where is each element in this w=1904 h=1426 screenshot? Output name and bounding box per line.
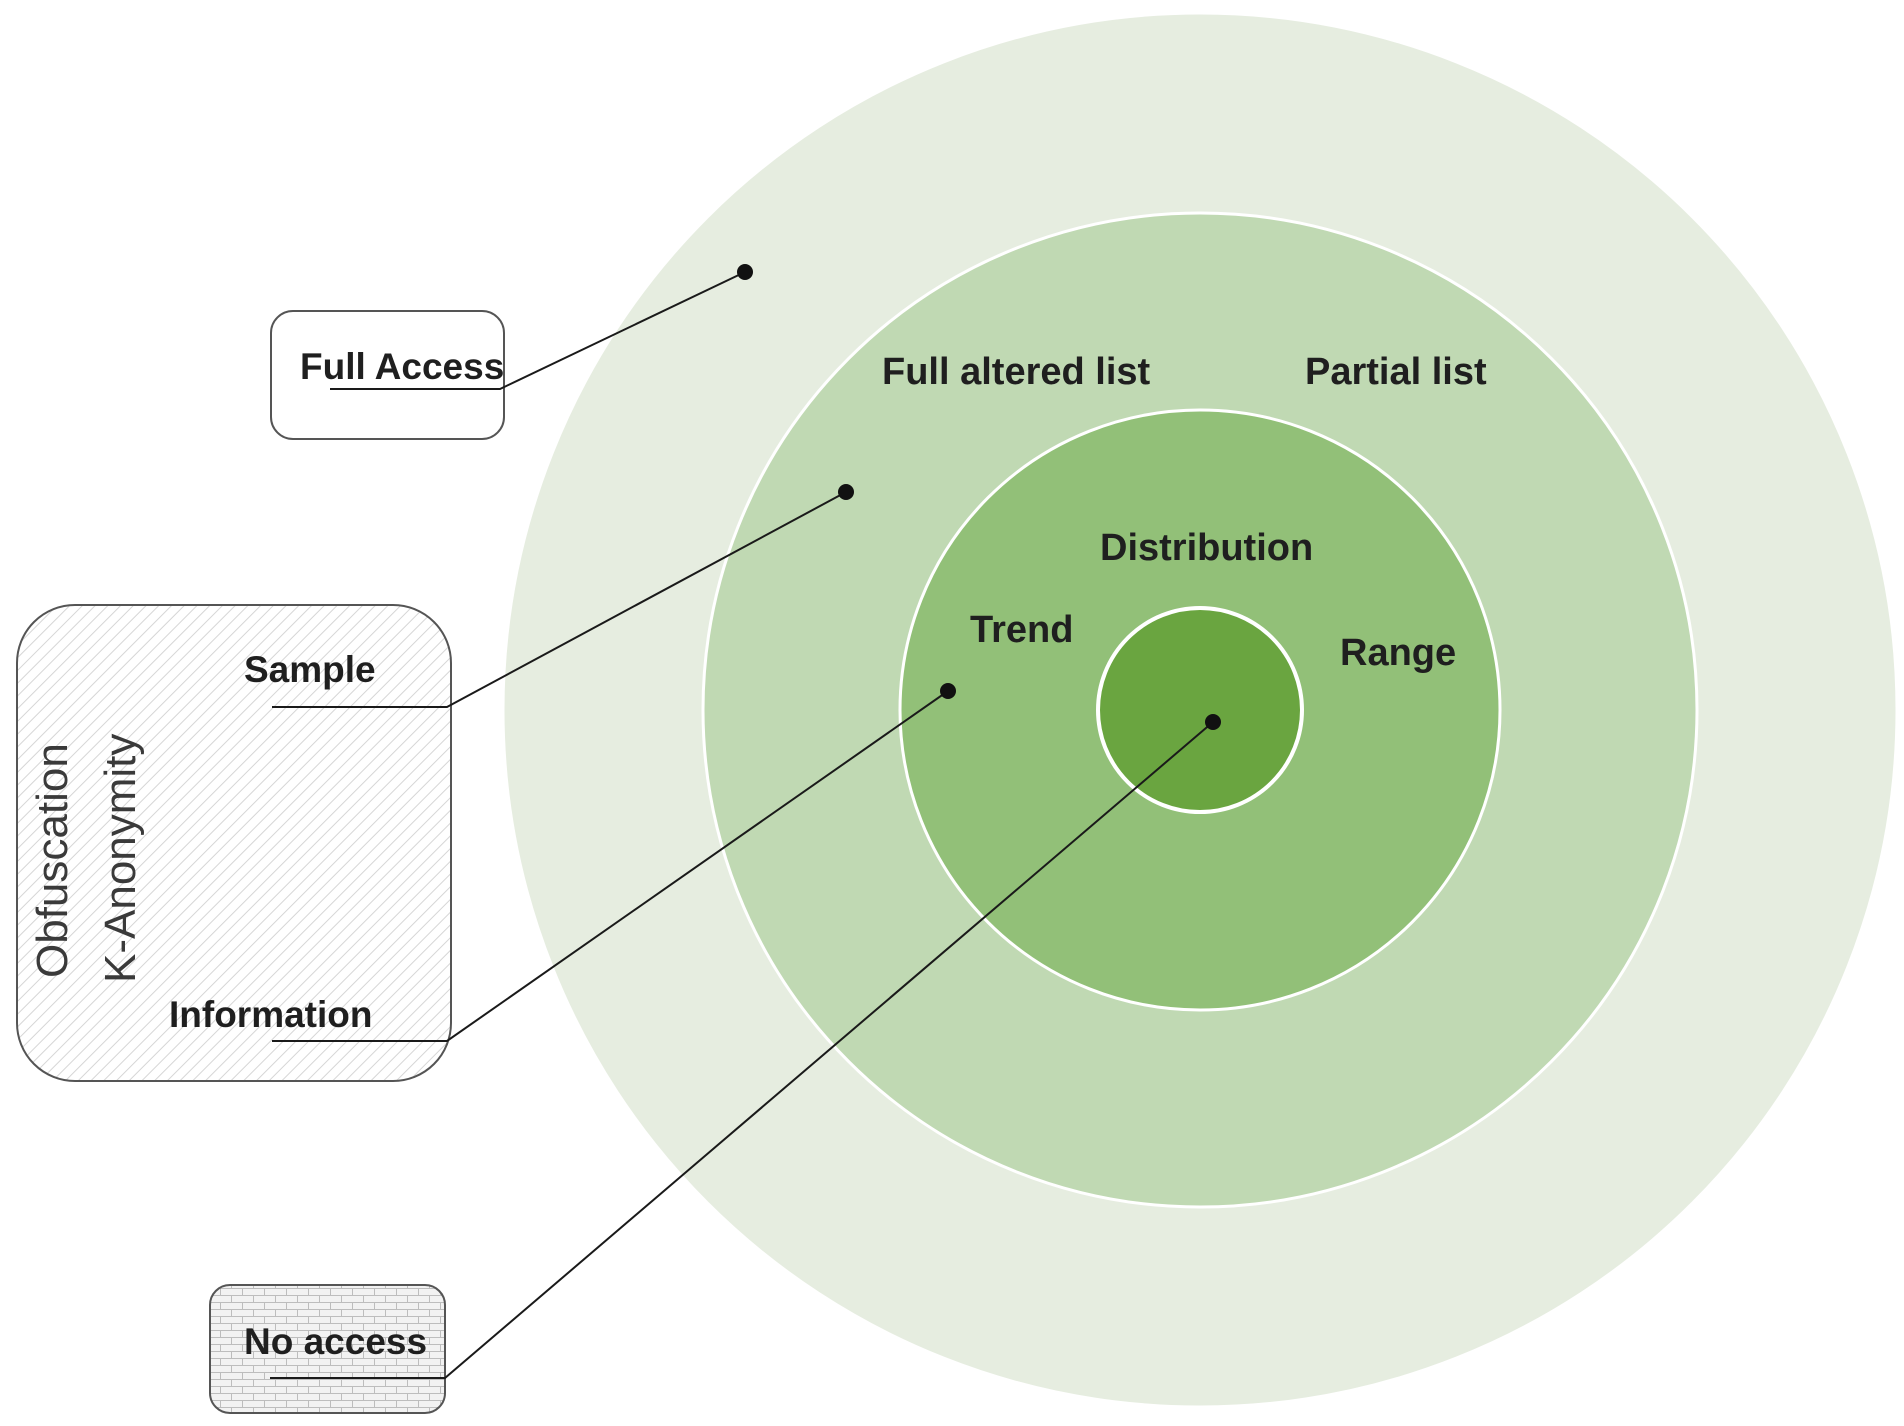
label-full-altered-list: Full altered list [882,351,1151,393]
anchor-dot-second [838,484,854,500]
core-ring [1096,606,1304,814]
anchor-dot-third [940,683,956,699]
leader-no-access [270,721,1214,1379]
anchor-dot-outer [737,264,753,280]
techniques-box [16,604,452,1082]
anchor-dot-core [1205,714,1221,730]
leader-information [272,690,949,1042]
label-trend: Trend [970,609,1073,651]
leader-sample [272,491,847,708]
no-access-label: No access [244,1321,427,1362]
no-access-box [209,1284,446,1414]
sample-label: Sample [244,649,376,690]
leader-full-access [330,271,746,390]
k-anonymity-label: K-Anonymity [96,734,145,983]
obfuscation-label: Obfuscation [28,743,77,978]
information-label: Information [169,994,372,1035]
full-access-box [270,310,505,440]
full-access-label: Full Access [300,346,504,387]
label-range: Range [1340,632,1456,674]
label-partial-list: Partial list [1305,351,1487,393]
label-distribution: Distribution [1100,527,1313,569]
